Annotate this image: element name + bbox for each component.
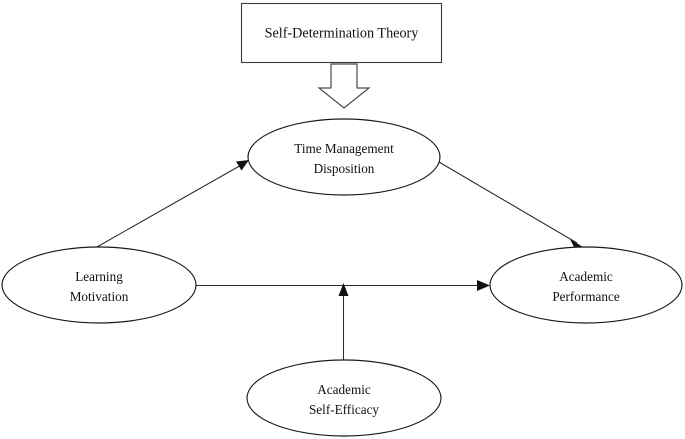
node-learning-motivation[interactable] <box>1 246 197 324</box>
node-time-management-disposition-line2: Disposition <box>314 161 375 176</box>
arrowhead-to-time-management <box>236 160 249 171</box>
node-academic-self-efficacy-line1: Academic <box>317 382 371 397</box>
arrowhead-to-path-vertical <box>338 283 349 296</box>
node-time-management-disposition[interactable] <box>247 118 441 196</box>
node-academic-performance-line1: Academic <box>559 269 613 284</box>
downward-block-arrow <box>317 63 371 109</box>
node-learning-motivation-line1: Learning <box>75 269 123 284</box>
node-learning-motivation-line2: Motivation <box>70 289 129 304</box>
node-academic-performance[interactable] <box>489 246 683 324</box>
edge-time-management-to-academic-performance[interactable] <box>438 161 578 244</box>
theory-box-label: Self-Determination Theory <box>265 25 420 41</box>
edge-learning-motivation-to-time-management[interactable] <box>95 163 244 248</box>
node-academic-self-efficacy-line2: Self-Efficacy <box>309 402 379 417</box>
arrowhead-to-academic-performance-horizontal <box>477 280 490 291</box>
node-academic-self-efficacy[interactable] <box>246 359 442 437</box>
theory-box[interactable] <box>240 2 443 64</box>
node-time-management-disposition-line1: Time Management <box>294 141 394 156</box>
node-academic-performance-line2: Performance <box>552 289 620 304</box>
